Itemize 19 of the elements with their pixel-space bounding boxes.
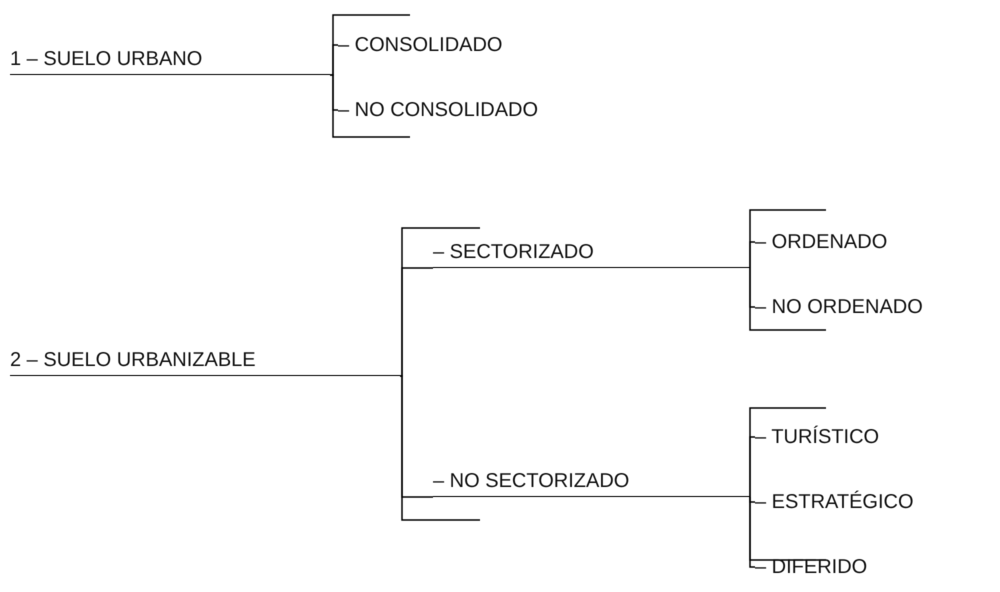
subcategory-label: – ESTRATÉGICO: [755, 487, 995, 517]
connector-line: [749, 241, 755, 269]
connector-line: [749, 496, 755, 568]
subcategory-label: – DIFERIDO: [755, 552, 965, 582]
connector-line: [749, 267, 755, 308]
subcategory-label: – TURÍSTICO: [755, 422, 965, 452]
category-label: 2 – SUELO URBANIZABLE: [10, 346, 400, 376]
connector-line: [330, 74, 338, 111]
subcategory-label: – CONSOLIDADO: [338, 30, 588, 60]
subcategory-label: – NO ORDENADO: [755, 292, 995, 322]
connector-line: [400, 267, 433, 377]
connector-line: [400, 375, 433, 498]
subcategory-label: – ORDENADO: [755, 227, 965, 257]
category-label: – NO SECTORIZADO: [433, 469, 750, 497]
connector-line: [749, 436, 755, 498]
connector-line: [330, 44, 338, 76]
subcategory-label: – NO CONSOLIDADO: [338, 95, 608, 125]
category-label: 1 – SUELO URBANO: [10, 45, 330, 75]
category-label: – SECTORIZADO: [433, 240, 750, 268]
